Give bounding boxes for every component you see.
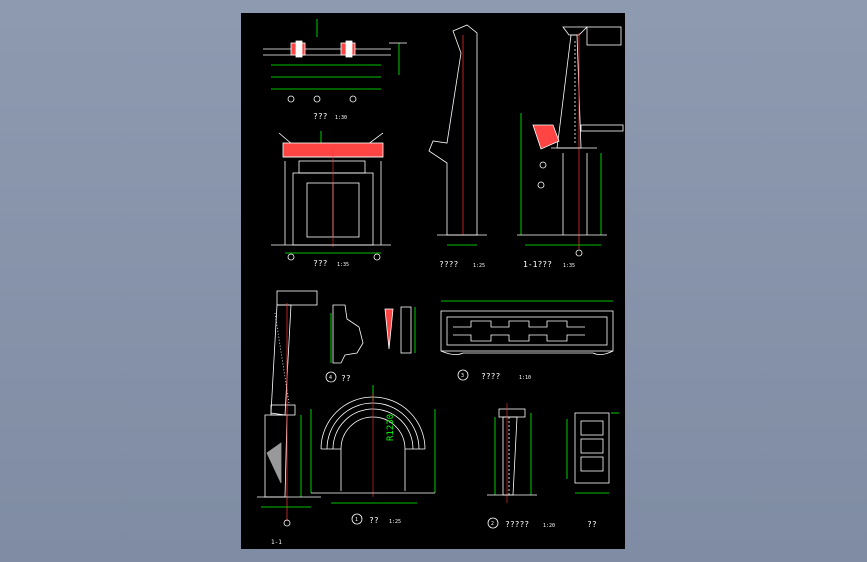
arch-detail-2: 2 ????? 1:20 bbox=[487, 403, 555, 529]
front-scale: 1:35 bbox=[337, 262, 349, 268]
arch2-scale: 1:20 bbox=[543, 523, 555, 529]
detail3-scale: 1:10 bbox=[519, 375, 531, 381]
detail-3-lattice: 3 ???? 1:10 bbox=[440, 300, 614, 381]
arch2-num: 2 bbox=[491, 521, 494, 527]
section-mark: 1-1 bbox=[271, 539, 282, 546]
plan-view: ??? 1:30 bbox=[263, 19, 407, 121]
section-scale: 1:35 bbox=[563, 263, 575, 269]
section-title: 1-1??? bbox=[523, 260, 552, 269]
panel-title: ?? bbox=[587, 520, 597, 529]
side-scale: 1:25 bbox=[473, 263, 485, 269]
arch1-scale: 1:25 bbox=[389, 519, 401, 525]
detail-4: 4 ?? bbox=[325, 304, 416, 383]
plan-scale: 1:30 bbox=[335, 115, 347, 121]
drawing-sheet[interactable]: ??? 1:30 ??? 1:35 bbox=[241, 13, 625, 549]
plan-title: ??? bbox=[313, 112, 328, 121]
left-tall-section: 1-1 bbox=[257, 290, 321, 546]
drawing-canvas: ??? 1:30 ??? 1:35 bbox=[257, 19, 624, 546]
panel-detail: ?? bbox=[566, 412, 619, 529]
front-elevation: ??? 1:35 bbox=[271, 131, 391, 268]
front-title: ??? bbox=[313, 259, 328, 268]
arch1-num: 1 bbox=[355, 517, 358, 523]
side-title: ???? bbox=[439, 260, 458, 269]
side-elevation: ???? 1:25 bbox=[428, 24, 487, 269]
section-view: 1-1??? 1:35 bbox=[517, 26, 624, 269]
detail4-num: 4 bbox=[329, 375, 332, 381]
arch2-title: ????? bbox=[505, 520, 529, 529]
arch-radius: R1230 bbox=[386, 414, 396, 441]
arch1-title: ?? bbox=[369, 516, 379, 525]
detail3-title: ???? bbox=[481, 372, 500, 381]
detail4-title: ?? bbox=[341, 374, 351, 383]
arch-detail-1: R1230 1 ?? 1:25 bbox=[310, 385, 436, 525]
detail3-num: 3 bbox=[461, 373, 464, 379]
